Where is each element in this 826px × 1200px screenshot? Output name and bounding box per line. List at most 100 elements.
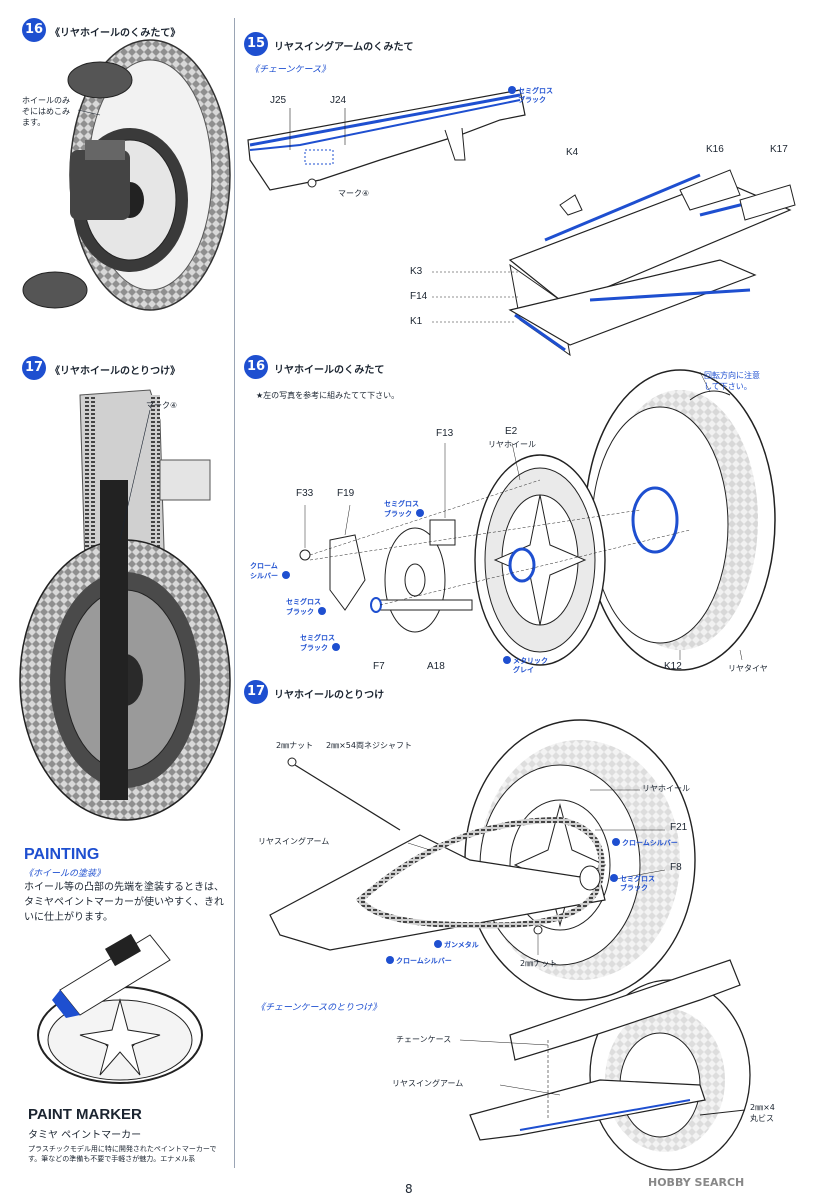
- step16-title: リヤホイールのくみたて: [274, 365, 385, 376]
- paint-dot-icon: [282, 571, 290, 579]
- paint-callout-semigloss: セミグロス ブラック: [508, 86, 553, 105]
- label-chain-case: チェーンケース: [396, 1035, 452, 1044]
- painting-illustration: [37, 933, 203, 1084]
- note-line: ホイールのみ: [22, 96, 70, 105]
- paint-name: セミグロス: [620, 875, 655, 883]
- chain-case-drawing: [247, 89, 526, 191]
- paint-name: ブラック: [384, 510, 412, 518]
- label-k17: K17: [770, 144, 788, 155]
- step16-badge: 16: [244, 355, 268, 379]
- chain-case-attach-drawing: [459, 959, 751, 1171]
- paint-name: セミグロス: [518, 87, 553, 95]
- paint-callout-semi3: セミグロス ブラック: [300, 634, 342, 653]
- paint-name: クロームシルバー: [622, 839, 678, 847]
- paint-name: セミグロス: [300, 634, 335, 642]
- step17-title: リヤホイールのとりつけ: [274, 690, 385, 701]
- left-step16-badge: 16: [22, 18, 46, 42]
- step17-badge: 17: [244, 680, 268, 704]
- label-f13: F13: [436, 428, 454, 439]
- label-a18: A18: [427, 661, 445, 672]
- label-k4: K4: [566, 147, 579, 158]
- wheel-assembly-drawing: [299, 369, 776, 671]
- label-swing-arm: リヤスイングアーム: [258, 837, 330, 846]
- label-nut1: 2㎜ナット: [276, 741, 314, 750]
- label-rear-tire: リヤタイヤ: [728, 664, 768, 673]
- chain-case-attach-subtitle: 《チェーンケースのとりつけ》: [256, 1003, 382, 1013]
- label-rear-wheel-17: リヤホイール: [642, 784, 690, 793]
- label-f21: F21: [670, 822, 688, 833]
- paint-callout-chrome17b: クロームシルバー: [386, 956, 452, 966]
- paint-name: シルバー: [250, 572, 278, 580]
- step15-badge: 15: [244, 32, 268, 56]
- paint-callout-chrome: クローム シルバー: [250, 562, 292, 581]
- note-line: ぞにはめこみ: [22, 107, 70, 116]
- paint-name: メタリック: [513, 657, 548, 665]
- paint-marker-title: PAINT MARKER: [28, 1106, 142, 1123]
- label-f7: F7: [373, 661, 385, 672]
- paint-dot-icon: [332, 643, 340, 651]
- left-mark-label: マーク④: [146, 401, 178, 410]
- paint-callout-semi1: セミグロス ブラック: [384, 500, 426, 519]
- label-e2: E2: [505, 426, 518, 437]
- paint-callout-gunmetal: ガンメタル: [434, 940, 479, 950]
- note-line: 丸ビス: [750, 1114, 774, 1123]
- paint-name: ブラック: [518, 96, 546, 104]
- left-step17-badge: 17: [22, 356, 46, 380]
- label-f33: F33: [296, 488, 314, 499]
- label-j24: J24: [330, 95, 347, 106]
- paint-callout-semi2: セミグロス ブラック: [286, 598, 328, 617]
- note-line: 2㎜×4: [750, 1103, 775, 1112]
- label-k16: K16: [706, 144, 724, 155]
- left-step17-title: 《リヤホイールのとりつけ》: [50, 366, 181, 377]
- label-screw: 2㎜×4 丸ビス: [750, 1102, 775, 1124]
- paint-marker-text: プラスチックモデル用に特に開発されたペイントマーカーです。筆などの準備も不要で手…: [28, 1145, 217, 1163]
- paint-dot-icon: [386, 956, 394, 964]
- label-j25: J25: [270, 95, 287, 106]
- painting-subtitle: 《ホイールの塗装》: [24, 869, 106, 879]
- label-k12: K12: [664, 661, 682, 672]
- label-f19: F19: [337, 488, 355, 499]
- note-line: ます。: [22, 118, 46, 127]
- paint-callout-semi17: セミグロス ブラック: [610, 874, 655, 893]
- photo-wheel-cutaway: [22, 39, 231, 311]
- painting-text: ホイール等の凸部の先端を塗装するときは、タミヤペイントマーカーが使いやすく、きれ…: [24, 882, 224, 923]
- label-k1: K1: [410, 316, 423, 327]
- label-swing-arm-2: リヤスイングアーム: [392, 1079, 464, 1088]
- paint-dot-icon: [612, 838, 620, 846]
- paint-dot-icon: [416, 509, 424, 517]
- paint-name: クローム: [250, 562, 278, 570]
- paint-name: クロームシルバー: [396, 957, 452, 965]
- paint-name: セミグロス: [286, 598, 321, 606]
- label-mark4: マーク④: [338, 189, 370, 198]
- wheel-mount-drawing: [269, 719, 696, 1001]
- left-step16-note: ホイールのみ ぞにはめこみ ます。: [22, 95, 70, 128]
- paint-marker-subtitle: タミヤ ペイントマーカー: [28, 1130, 142, 1141]
- paint-dot-icon: [508, 86, 516, 94]
- column-divider: [234, 18, 235, 1168]
- label-shaft: 2㎜×54両ネジシャフト: [326, 741, 412, 750]
- label-f14: F14: [410, 291, 428, 302]
- step15-subtitle: 《チェーンケース》: [250, 65, 331, 75]
- watermark-text: HOBBY SEARCH: [648, 1176, 745, 1189]
- label-rear-wheel: リヤホイール: [488, 440, 536, 449]
- paint-name: グレイ: [513, 666, 534, 674]
- photo-wheel-mounted: [19, 389, 231, 821]
- paint-dot-icon: [610, 874, 618, 882]
- paint-dot-icon: [318, 607, 326, 615]
- step15-title: リヤスイングアームのくみたて: [274, 42, 414, 53]
- painting-heading: PAINTING: [24, 846, 100, 863]
- paint-dot-icon: [503, 656, 511, 664]
- paint-dot-icon: [434, 940, 442, 948]
- paint-marker-box: PAINT MARKER タミヤ ペイントマーカー プラスチックモデル用に特に開…: [24, 1102, 229, 1174]
- swing-arm-drawing: [432, 169, 796, 357]
- paint-name: ブラック: [300, 644, 328, 652]
- step16-instruction: ★左の写真を参考に組みたてて下さい。: [256, 391, 400, 400]
- label-k3: K3: [410, 266, 423, 277]
- page-number: 8: [405, 1182, 413, 1196]
- label-f8: F8: [670, 862, 682, 873]
- paint-name: セミグロス: [384, 500, 419, 508]
- paint-callout-metallic: メタリック グレイ: [503, 656, 548, 675]
- paint-name: ガンメタル: [444, 941, 479, 949]
- paint-callout-chrome17: クロームシルバー: [612, 838, 678, 848]
